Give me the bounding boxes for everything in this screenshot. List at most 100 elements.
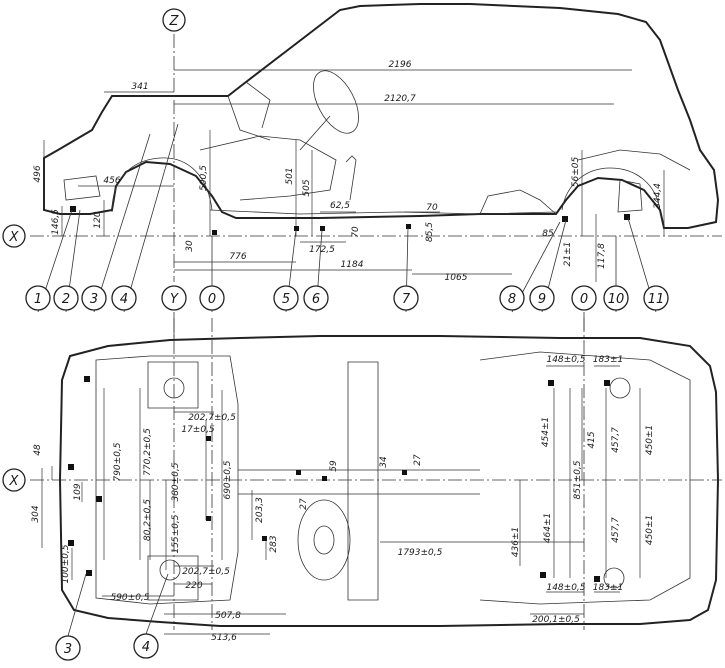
dim-120: 120 bbox=[93, 211, 103, 228]
floor-rail bbox=[209, 209, 557, 215]
callout-5-circle bbox=[273, 285, 299, 311]
dim-851-5: 851±0,5 bbox=[573, 460, 583, 499]
headlamp bbox=[63, 175, 101, 201]
dim-776: 776 bbox=[229, 252, 246, 262]
steering-wheel-plan bbox=[297, 499, 351, 581]
callout-10-circle bbox=[603, 285, 629, 311]
mount-point-6 bbox=[320, 226, 325, 231]
dim-304: 304 bbox=[31, 505, 41, 522]
dim-56-05: 56±05 bbox=[571, 157, 581, 188]
rear-strut-top bbox=[609, 377, 631, 399]
dim-148-5-bot: 148±0,5 bbox=[546, 583, 585, 593]
dim-202-7-top: 202,7±0,5 bbox=[188, 413, 236, 423]
rear-wheel-arch bbox=[561, 167, 661, 211]
side-view: Z X 2196 2120,7 341 496 456 146,5 120 50… bbox=[2, 3, 722, 283]
dim-146-5: 146,5 bbox=[51, 209, 61, 235]
dim-59: 59 bbox=[329, 460, 339, 472]
dim-183-1-top: 183±1 bbox=[593, 355, 623, 365]
dim-70-b: 70 bbox=[351, 226, 361, 238]
callout-1: 1 bbox=[34, 292, 42, 307]
plan-crossmember bbox=[238, 469, 480, 495]
plan-body-outline bbox=[58, 335, 720, 627]
steering-wheel-side bbox=[313, 70, 359, 134]
dim-380-5: 380±0,5 bbox=[171, 462, 181, 501]
bottom-callout-leaders bbox=[67, 573, 169, 637]
front-strut-housing-bottom bbox=[147, 555, 199, 601]
dim-80-2-5: 80,2±0,5 bbox=[143, 499, 153, 541]
rear-lamp bbox=[617, 179, 643, 213]
dim-456: 456 bbox=[103, 176, 120, 186]
mount-point-11 bbox=[624, 214, 630, 220]
dim-200-1-5: 200,1±0,5 bbox=[532, 615, 580, 625]
axis-y-label: Y bbox=[170, 292, 179, 307]
callout-11-circle bbox=[643, 285, 669, 311]
callout-4: 4 bbox=[120, 292, 128, 307]
windshield-line bbox=[227, 81, 271, 141]
dim-17-5: 17±0,5 bbox=[181, 425, 215, 435]
callout-3-bottom: 3 bbox=[64, 642, 72, 657]
callout-3: 3 bbox=[90, 292, 98, 307]
rear-seat-line bbox=[479, 189, 557, 215]
callout-6-circle bbox=[303, 285, 329, 311]
callout-0-left: 0 bbox=[208, 292, 216, 307]
dim-507-8: 507,8 bbox=[215, 611, 241, 621]
callout-4-circle bbox=[111, 285, 137, 311]
dashboard-line bbox=[199, 135, 337, 201]
dim-117-8: 117,8 bbox=[597, 243, 607, 269]
dim-21-1: 21±1 bbox=[563, 242, 573, 267]
dim-100-5: 100±0,5 bbox=[61, 544, 71, 583]
dim-48: 48 bbox=[33, 444, 43, 456]
front-strut-bottom bbox=[159, 559, 181, 581]
axis-x-top-marker bbox=[2, 224, 26, 248]
axis-x-bottom-marker bbox=[2, 468, 26, 492]
front-strut-housing-top bbox=[147, 361, 199, 409]
callout-0-right-circle bbox=[571, 285, 597, 311]
dim-183-1-bot: 183±1 bbox=[593, 583, 623, 593]
dim-464-1: 464±1 bbox=[543, 513, 553, 543]
mount-point-9 bbox=[562, 216, 568, 222]
dim-501: 501 bbox=[285, 167, 295, 184]
dim-1793-5: 1793±0,5 bbox=[398, 548, 443, 558]
callout-2: 2 bbox=[62, 292, 70, 307]
plan-dimension-lines bbox=[41, 365, 641, 635]
dim-172-5: 172,5 bbox=[309, 245, 335, 255]
axis-z-marker bbox=[162, 8, 186, 32]
mount-point-5 bbox=[294, 226, 299, 231]
callout-5: 5 bbox=[282, 292, 290, 307]
callout-0-right: 0 bbox=[580, 292, 588, 307]
dim-505: 505 bbox=[302, 179, 312, 196]
dim-590-5: 590±0,5 bbox=[110, 593, 149, 603]
plan-mount-points bbox=[68, 376, 610, 582]
dim-341: 341 bbox=[131, 82, 148, 92]
steering-column bbox=[299, 115, 331, 151]
dim-344-4: 344,4 bbox=[653, 183, 663, 209]
side-body-outline bbox=[43, 3, 720, 229]
plan-view: X bbox=[2, 318, 722, 661]
dim-770-2-5: 770,2±0,5 bbox=[143, 428, 153, 476]
axis-x-bottom-label: X bbox=[9, 474, 20, 489]
steering-hub-plan bbox=[313, 525, 335, 555]
callout-7-circle bbox=[393, 285, 419, 311]
dim-27-b: 27 bbox=[413, 454, 423, 466]
dim-496: 496 bbox=[33, 165, 43, 182]
dim-2120-7: 2120,7 bbox=[384, 94, 416, 104]
callout-7: 7 bbox=[402, 292, 411, 307]
axis-y-marker bbox=[161, 285, 187, 311]
dim-457-7-bot: 457,7 bbox=[611, 517, 621, 543]
callout-3-bottom-circle bbox=[55, 635, 81, 661]
dim-1184: 1184 bbox=[341, 260, 364, 270]
callout-10: 10 bbox=[608, 292, 625, 307]
plan-floor-inner bbox=[95, 355, 239, 605]
front-wheel-arch bbox=[111, 157, 213, 213]
dim-450-1-bot: 450±1 bbox=[645, 515, 655, 545]
dim-454-1: 454±1 bbox=[541, 417, 551, 447]
callout-2-circle bbox=[53, 285, 79, 311]
dim-109: 109 bbox=[73, 483, 83, 500]
gear-shifter bbox=[345, 155, 357, 201]
callout-9-circle bbox=[529, 285, 555, 311]
callout-4-bottom-circle bbox=[133, 633, 159, 659]
callout-0-left-circle bbox=[199, 285, 225, 311]
axis-x-top-label: X bbox=[9, 230, 20, 245]
dim-415: 415 bbox=[587, 431, 597, 448]
